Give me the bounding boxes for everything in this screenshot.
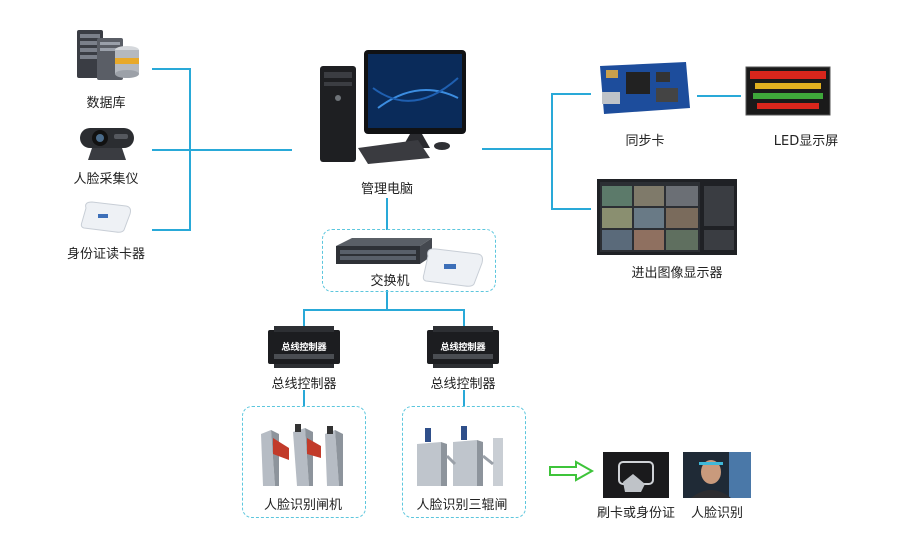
switch-label: 交换机 <box>370 274 410 289</box>
swipe-card-label: 刷卡或身份证 <box>596 506 676 521</box>
sync-card-icon <box>600 62 690 114</box>
connector-database <box>152 68 190 70</box>
connector-sync-card <box>551 93 591 95</box>
computer-icon <box>320 50 466 164</box>
image-display-icon <box>597 179 737 255</box>
bus-controller-2-plate: 总线控制器 <box>440 343 486 353</box>
sync-card-label: 同步卡 <box>625 134 665 149</box>
connector-switch-horizontal <box>303 309 465 311</box>
bus-controller-2-icon <box>427 326 499 368</box>
id-reader-label: 身份证读卡器 <box>66 247 146 262</box>
face-tripod-icon <box>417 426 503 486</box>
face-capture-label: 人脸采集仪 <box>73 172 139 187</box>
connector-image-display <box>551 208 591 210</box>
connector-sync-to-led <box>697 95 741 97</box>
switch-icon <box>336 238 432 264</box>
led-screen-icon <box>745 66 831 116</box>
database-label: 数据库 <box>86 96 126 111</box>
face-recognition-icon <box>683 452 751 498</box>
connector-id-reader <box>152 229 190 231</box>
connector-computer-to-right <box>482 148 552 150</box>
bus-controller-2-label: 总线控制器 <box>430 377 496 392</box>
connector-left-to-computer <box>189 149 292 151</box>
face-gate-box <box>242 406 366 518</box>
bus-controller-1-plate: 总线控制器 <box>281 343 327 353</box>
connector-controller-1-to-gate <box>303 390 305 406</box>
image-display-label: 进出图像显示器 <box>631 266 723 281</box>
face-tripod-box <box>402 406 526 518</box>
computer-label: 管理电脑 <box>360 182 414 197</box>
bus-controller-1-icon <box>268 326 340 368</box>
face-gate-icon <box>261 424 343 486</box>
swipe-card-icon <box>603 452 669 498</box>
connector-controller-2-to-tripod <box>463 390 465 406</box>
database-server-icon <box>77 30 139 80</box>
id-reader-icon <box>80 201 131 233</box>
arrow-right-icon <box>549 460 595 482</box>
connector-right-vertical <box>551 93 553 209</box>
connector-to-controller-1 <box>303 309 305 327</box>
switch-group-box <box>322 229 496 292</box>
led-screen-label: LED显示屏 <box>773 134 839 149</box>
connector-face-capture <box>152 149 190 151</box>
face-recognition-label: 人脸识别 <box>690 506 744 521</box>
face-tripod-label: 人脸识别三辊闸 <box>416 498 508 513</box>
connector-to-controller-2 <box>463 309 465 327</box>
webcam-icon <box>80 128 134 160</box>
face-gate-label: 人脸识别闸机 <box>263 498 343 513</box>
connector-computer-to-switch <box>386 198 388 230</box>
card-reader-icon <box>422 248 483 287</box>
connector-switch-down <box>386 290 388 310</box>
bus-controller-1-label: 总线控制器 <box>271 377 337 392</box>
